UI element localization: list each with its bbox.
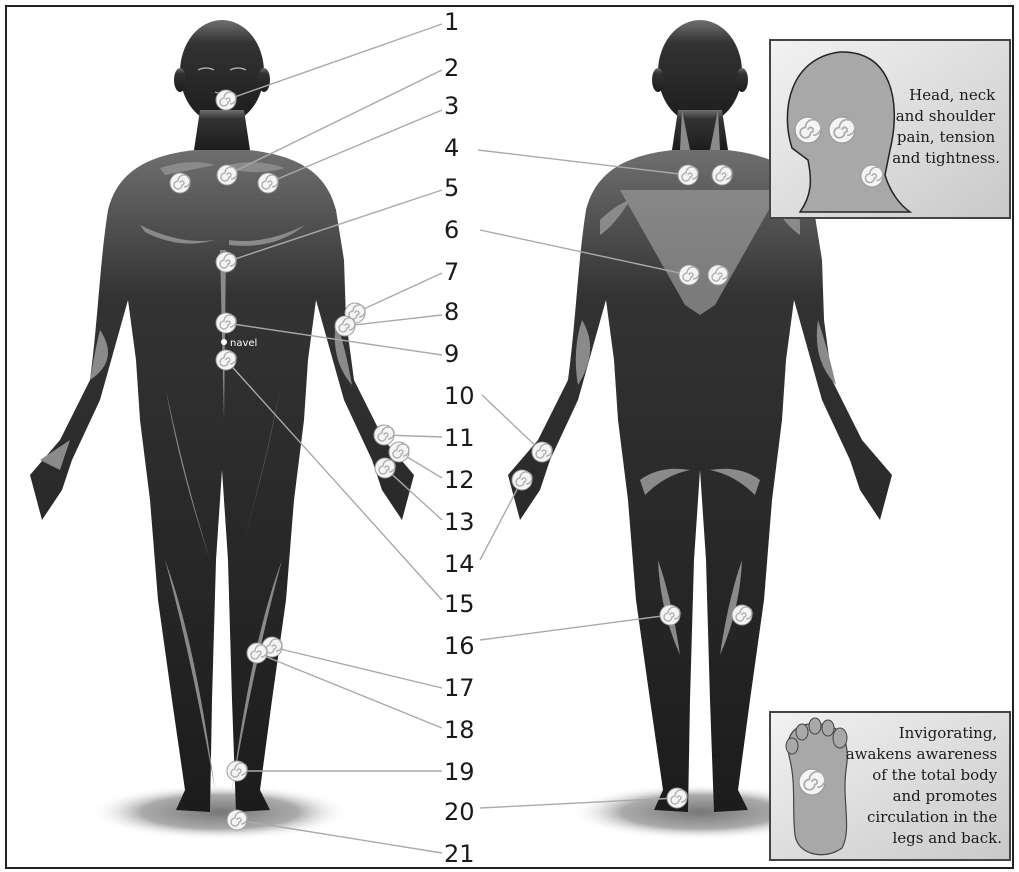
point-4-left-marker [678,165,698,185]
point-number-16: 16 [444,632,475,660]
point-5-marker [216,252,236,272]
point-13-marker [375,458,395,478]
point-9-marker [216,313,236,333]
inset-head-point-right [829,117,855,143]
inset-head-line-2: and shoulder [896,107,996,125]
point-number-20: 20 [444,798,475,826]
point-number-17: 17 [444,674,475,702]
point-6-left-marker [679,265,699,285]
inset-foot-line-4: and promotes [893,787,998,805]
inset-head-point-left [795,117,821,143]
point-19-marker [227,761,247,781]
inset-head-line-1: Head, neck [909,86,996,104]
point-number-13: 13 [444,508,475,536]
point-number-9: 9 [444,340,459,368]
point-number-21: 21 [444,840,475,868]
inset-foot-line-2: awakens awareness [846,745,998,763]
point-21-marker [227,810,247,830]
inset-foot: Invigorating, awakens awareness of the t… [770,712,1010,860]
point-number-15: 15 [444,590,475,618]
inset-head-line-4: and tightness. [892,149,1000,167]
point-20-marker [667,788,687,808]
inset-foot-point [799,769,825,795]
point-8-marker [335,316,355,336]
point-4-right-marker [712,165,732,185]
point-number-4: 4 [444,134,459,162]
point-number-7: 7 [444,258,459,286]
inset-foot-line-5: circulation in the [867,808,997,826]
point-3-left-marker [170,173,190,193]
point-number-11: 11 [444,424,475,452]
point-2-marker [217,165,237,185]
point-number-2: 2 [444,54,459,82]
point-3-right-marker [258,173,278,193]
point-16-right-marker [732,605,752,625]
point-6-right-marker [708,265,728,285]
point-number-3: 3 [444,92,459,120]
point-number-6: 6 [444,216,459,244]
point-number-10: 10 [444,382,475,410]
point-11-marker [374,425,394,445]
inset-foot-line-6: legs and back. [892,829,1002,847]
point-18-marker [247,643,267,663]
point-1-marker [216,90,236,110]
point-15-marker [216,350,236,370]
inset-head-point-neck [861,165,883,187]
inset-head-line-3: pain, tension [897,128,996,146]
point-number-18: 18 [444,716,475,744]
point-12-marker [389,442,409,462]
inset-foot-line-3: of the total body [872,766,998,784]
point-number-8: 8 [444,298,459,326]
inset-foot-line-1: Invigorating, [899,724,997,742]
point-14-marker [512,470,532,490]
point-number-12: 12 [444,466,475,494]
point-16-left-marker [660,605,680,625]
point-number-5: 5 [444,174,459,202]
point-10-marker [532,442,552,462]
point-number-14: 14 [444,550,475,578]
navel-dot [221,339,227,345]
navel-label: navel [230,338,257,349]
point-number-19: 19 [444,758,475,786]
point-number-1: 1 [444,8,459,36]
inset-head-neck: Head, neck and shoulder pain, tension an… [770,40,1010,218]
